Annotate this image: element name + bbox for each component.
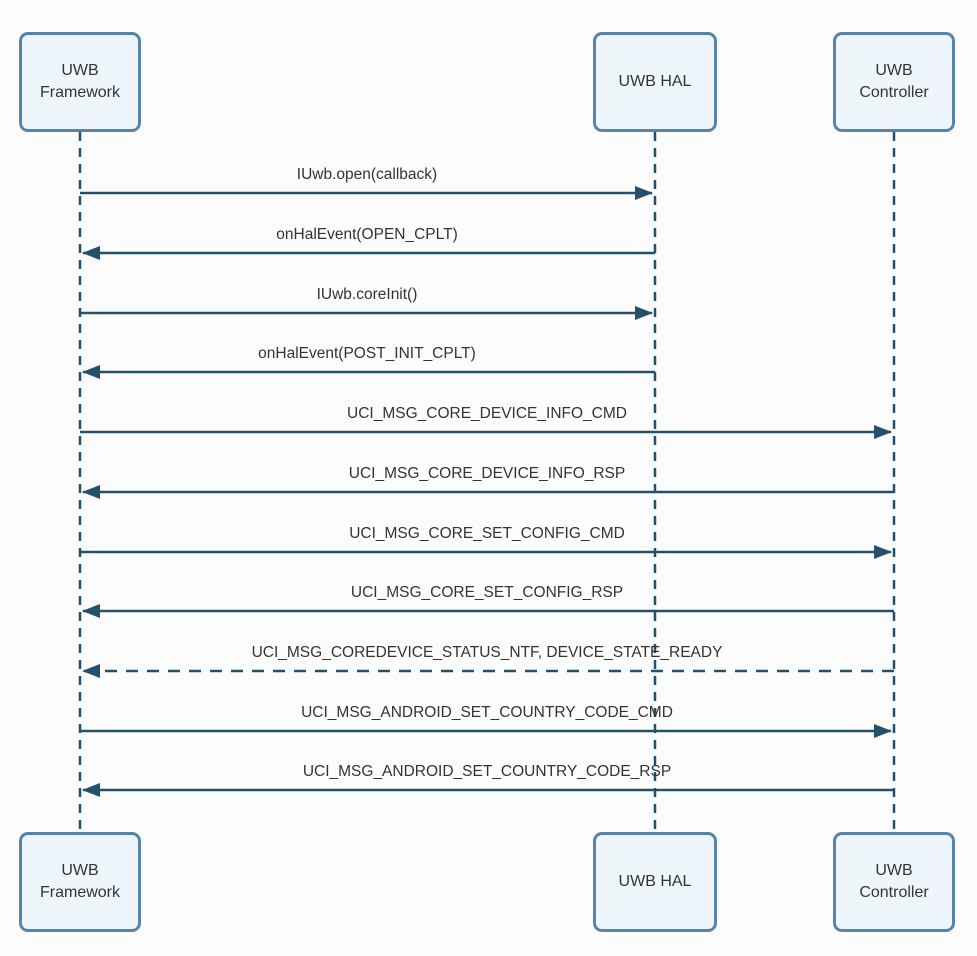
message-label-3: IUwb.coreInit() <box>316 286 418 303</box>
actor-top-uwb-framework: UWB Framework <box>19 32 141 132</box>
message-label-10: UCI_MSG_ANDROID_SET_COUNTRY_CODE_CMD <box>301 704 673 721</box>
actor-label: UWB HAL <box>618 73 692 91</box>
actor-label: UWB Framework <box>39 862 120 901</box>
actor-label: UWB Framework <box>39 62 120 101</box>
message-label-11: UCI_MSG_ANDROID_SET_COUNTRY_CODE_RSP <box>302 763 672 780</box>
message-label-8: UCI_MSG_CORE_SET_CONFIG_RSP <box>350 584 624 601</box>
actor-label: UWB HAL <box>618 873 692 891</box>
actor-bottom-uwb-hal: UWB HAL <box>593 832 717 932</box>
actor-top-uwb-controller: UWB Controller <box>833 32 955 132</box>
message-label-7: UCI_MSG_CORE_SET_CONFIG_CMD <box>349 525 625 542</box>
message-label-1: IUwb.open(callback) <box>296 166 438 183</box>
actor-label: UWB Controller <box>859 62 929 101</box>
actor-top-uwb-hal: UWB HAL <box>593 32 717 132</box>
message-label-5: UCI_MSG_CORE_DEVICE_INFO_CMD <box>347 405 627 422</box>
actor-bottom-uwb-controller: UWB Controller <box>833 832 955 932</box>
actor-label: UWB Controller <box>859 862 929 901</box>
message-label-4: onHalEvent(POST_INIT_CPLT) <box>258 345 476 362</box>
actor-bottom-uwb-framework: UWB Framework <box>19 832 141 932</box>
message-label-9: UCI_MSG_COREDEVICE_STATUS_NTF, DEVICE_ST… <box>251 644 723 661</box>
message-label-2: onHalEvent(OPEN_CPLT) <box>276 226 458 243</box>
message-label-6: UCI_MSG_CORE_DEVICE_INFO_RSP <box>348 465 626 482</box>
